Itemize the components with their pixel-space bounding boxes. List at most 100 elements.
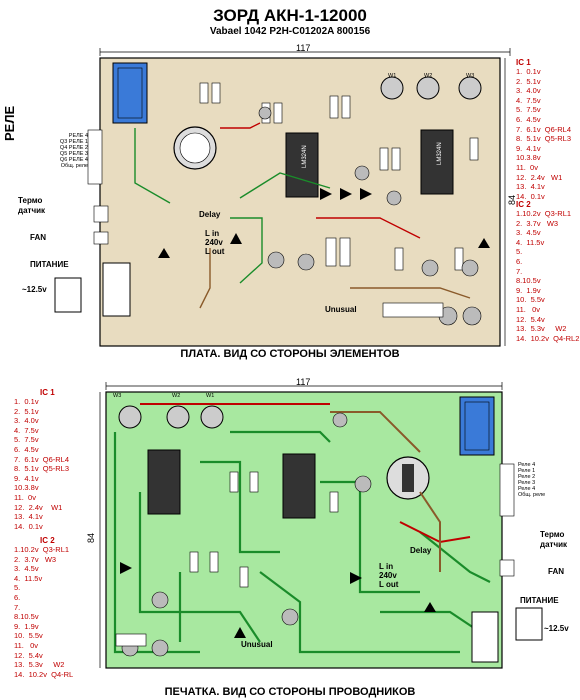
ic2-top-line: 14. 10.2v Q4-RL2 [516, 333, 580, 343]
ic1-bottom-line: 10.3.8v [14, 483, 39, 493]
ic2-top-line: 12. 5.4v [516, 314, 545, 324]
top-conn-label-2: Q4 РЕЛЕ 2 [59, 145, 88, 151]
top-w3-label: W3 [466, 73, 475, 79]
ic1-top-title: IC 1 [516, 58, 531, 67]
ic1-top-line: 3. 4.0v [516, 86, 541, 96]
top-board-diagram: LM324N LM324N [54, 48, 511, 347]
ic2-bottom-line: 1.10.2v Q3-RL1 [14, 545, 70, 554]
bottom-conn-label-2: Реле 2 [518, 474, 536, 480]
ic1-top-line: 7. 6.1v Q6-RL4 [516, 124, 572, 134]
bottom-pot-w1 [200, 405, 224, 429]
top-conn-label-5: Общ. реле [60, 163, 88, 169]
diagram-title: ЗОРД АКН-1-12000 [213, 6, 367, 25]
ic2-top-line: 6. [516, 256, 523, 266]
top-line-label-240: 240v [205, 238, 223, 247]
ic1-top-line: 14. 0.1v [516, 191, 545, 201]
bottom-conn-label-0: Реле 4 [518, 462, 536, 468]
bottom-unusual-label: Unusual [241, 640, 273, 649]
ic1-bottom-line: 11. 0v [14, 492, 36, 502]
bottom-delay-label: Delay [410, 546, 432, 555]
bottom-dimension-height: 84 [86, 532, 97, 544]
ic1-top-line: 10.3.8v [516, 153, 541, 163]
top-w2-label: W2 [424, 73, 433, 79]
top-pot-w3 [458, 76, 482, 100]
bottom-pot-w2 [166, 405, 190, 429]
top-pot-w2 [416, 76, 440, 100]
top-line-labels: L in 240v L out [205, 229, 224, 256]
ic1-top-line: 6. 4.5v [516, 114, 541, 124]
top-board-pcb [99, 57, 501, 347]
top-ic1-label: LM324N [302, 145, 308, 168]
ic2-top-title: IC 2 [516, 200, 531, 209]
diagram-subtitle: Vabael 1042 P2H-C01202A 800156 [209, 26, 371, 37]
top-ic2 [420, 129, 454, 195]
ic2-bottom-line: 6. [14, 592, 21, 602]
bottom-fan-label: FAN [548, 567, 564, 576]
top-pot-w1 [380, 76, 404, 100]
top-thermo-label: Термо датчик [18, 196, 46, 215]
ic1-bottom-line: 9. 4.1v [14, 473, 39, 483]
ic1-bottom-line: 7. 6.1v Q6-RL4 [14, 454, 70, 464]
bottom-power-voltage: ~12.5v [544, 624, 569, 633]
bottom-w1-label: W1 [206, 393, 215, 399]
ic2-bottom-line: 7. [14, 602, 21, 612]
ic1-top-line: 4. 7.5v [516, 95, 541, 105]
bottom-pot-w3 [118, 405, 142, 429]
bottom-ic1 [282, 453, 316, 519]
ic2-bottom-line: 12. 5.4v [14, 650, 43, 660]
ic1-top-line: 9. 4.1v [516, 143, 541, 153]
ic2-bottom-line: 8.10.5v [14, 612, 39, 622]
bottom-ic2 [147, 449, 181, 515]
ic2-top-line: 2. 3.7v W3 [516, 218, 559, 228]
ic1-top-line: 2. 5.1v [516, 76, 541, 86]
top-delay-label: Delay [199, 210, 221, 219]
ic1-bottom-line: 14. 0.1v [14, 521, 43, 531]
ic2-top-line: 3. 4.5v [516, 228, 541, 238]
ic2-top-line: 9. 1.9v [516, 285, 541, 295]
ic1-bottom-line: 2. 5.1v [14, 406, 39, 416]
ic2-top-line: 13. 5.3v W2 [516, 324, 567, 334]
ic1-top-line: 13. 4.1v [516, 182, 545, 192]
ic1-bottom-line: 5. 7.5v [14, 435, 39, 445]
ic2-bottom-line: 5. [14, 583, 21, 593]
top-line-label-lout: L out [205, 247, 225, 256]
top-power-label: ПИТАНИЕ [30, 260, 69, 269]
bottom-power-connector [471, 611, 499, 663]
bottom-power-label: ПИТАНИЕ [520, 596, 559, 605]
top-conn-label-0: РЕЛЕ 4 [68, 133, 88, 139]
ic1-bottom-line: 8. 5.1v Q5-RL3 [14, 464, 70, 474]
bottom-conn-label-1: Реле 1 [518, 468, 536, 474]
ic2-bottom-line: 3. 4.5v [14, 564, 39, 574]
bottom-conn-label-3: Реле 3 [518, 480, 536, 486]
top-power-voltage: ~12.5v [22, 285, 47, 294]
top-conn-label-4: Q6 РЕЛЕ 4 [59, 157, 88, 163]
ic1-bottom-title: IC 1 [40, 388, 55, 397]
ic1-bottom-line: 3. 4.0v [14, 416, 39, 426]
top-connector-labels: РЕЛЕ 4 Q3 РЕЛЕ 1 Q4 РЕЛЕ 2 Q5 РЕЛЕ 3 Q6 … [22, 133, 88, 169]
bottom-relay [459, 396, 495, 456]
ic1-bottom-line: 6. 4.5v [14, 444, 39, 454]
ic1-top-line: 12. 2.4v W1 [516, 172, 563, 182]
ic1-top-line: 8. 5.1v Q5-RL3 [516, 134, 572, 144]
top-ic1 [285, 132, 319, 198]
ic2-top-line: 11. 0v [516, 304, 541, 314]
bottom-conn-label-4: Реле 4 [518, 486, 536, 492]
bottom-connector-labels: Реле 4 Реле 1 Реле 2 Реле 3 Реле 4 Общ. … [518, 462, 545, 498]
ic2-top-line: 7. [516, 266, 523, 276]
bottom-board-pcb [105, 391, 503, 669]
ic2-bottom-line: 11. 0v [14, 640, 39, 650]
bottom-board-caption: ПЕЧАТКА. ВИД СО СТОРОНЫ ПРОВОДНИКОВ [164, 686, 416, 698]
ic2-bottom-line: 4. 11.5v [14, 573, 43, 583]
bottom-w3-label: W3 [113, 393, 122, 399]
top-dimension-width: 117 [296, 43, 311, 53]
ic2-bottom-title: IC 2 [40, 536, 55, 545]
bottom-line-label-lin: L in [379, 562, 394, 571]
ic2-bottom-line: 10. 5.5v [14, 631, 43, 641]
ic2-top-line: 10. 5.5v [516, 295, 545, 305]
ic1-top-line: 1. 0.1v [516, 67, 541, 76]
top-line-label-lin: L in [205, 229, 220, 238]
top-conn-label-1: Q3 РЕЛЕ 1 [59, 139, 88, 145]
